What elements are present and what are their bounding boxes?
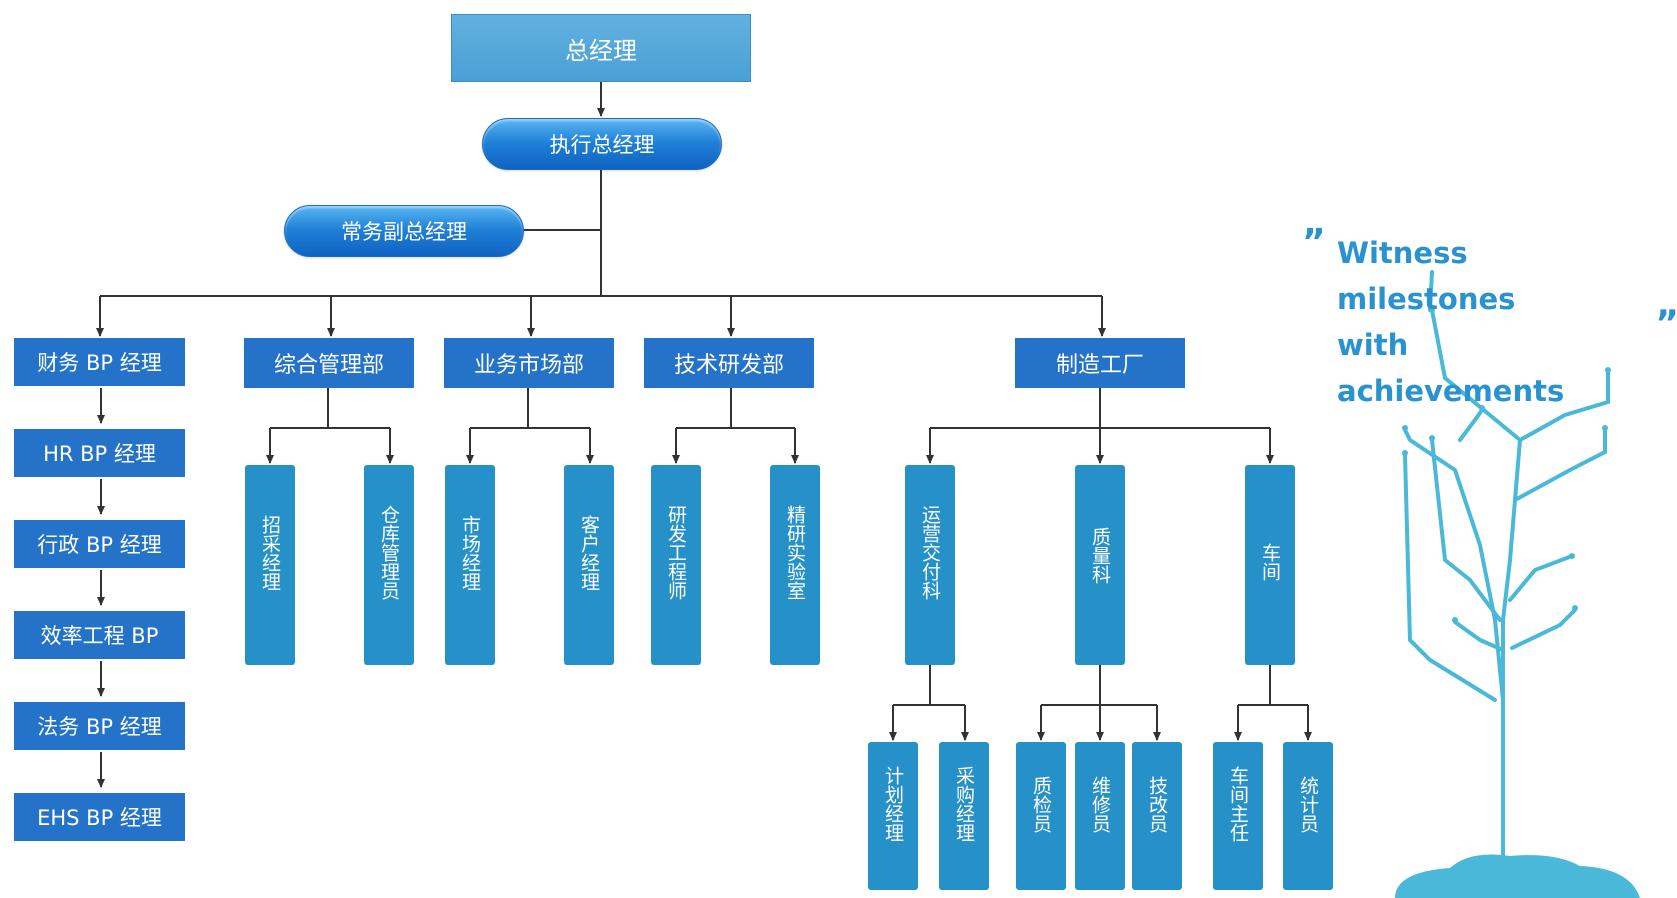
rd-engineer-box: 研发工程师 <box>651 465 701 665</box>
quality-inspector-label: 质检员 <box>1030 776 1052 833</box>
workshop-director-label: 车间主任 <box>1227 766 1249 842</box>
executive-gm-box: 执行总经理 <box>482 118 722 170</box>
marketing-manager-box: 市场经理 <box>445 465 495 665</box>
purchasing-manager-label: 采购经理 <box>953 766 975 842</box>
vice-gm-label: 常务副总经理 <box>341 220 467 244</box>
rd-engineer-label: 研发工程师 <box>665 505 687 600</box>
legal-bp-box: 法务 BP 经理 <box>14 702 185 750</box>
statistician-box: 统计员 <box>1283 742 1333 890</box>
dept-factory-box: 制造工厂 <box>1015 338 1185 388</box>
dept-general-box: 综合管理部 <box>244 338 414 388</box>
efficiency-bp-label: 效率工程 BP <box>40 624 159 648</box>
warehouse-admin-label: 仓库管理员 <box>378 505 400 600</box>
procurement-manager-label: 招采经理 <box>259 515 281 591</box>
workshop-label: 车间 <box>1259 543 1281 581</box>
hr-bp-box: HR BP 经理 <box>14 429 185 477</box>
hr-bp-label: HR BP 经理 <box>43 442 156 466</box>
procurement-manager-box: 招采经理 <box>245 465 295 665</box>
dept-business-box: 业务市场部 <box>444 338 614 388</box>
account-manager-box: 客户经理 <box>564 465 614 665</box>
efficiency-bp-box: 效率工程 BP <box>14 611 185 659</box>
admin-bp-box: 行政 BP 经理 <box>14 520 185 568</box>
dept-general-label: 综合管理部 <box>273 353 384 378</box>
quality-inspector-box: 质检员 <box>1016 742 1066 890</box>
precision-lab-box: 精研实验室 <box>770 465 820 665</box>
admin-bp-label: 行政 BP 经理 <box>37 533 162 557</box>
operations-delivery-label: 运营交付科 <box>919 505 941 600</box>
quality-section-box: 质量科 <box>1075 465 1125 665</box>
ehs-bp-label: EHS BP 经理 <box>37 806 162 830</box>
marketing-manager-label: 市场经理 <box>459 515 481 591</box>
open-quote: ” <box>1302 222 1326 263</box>
dept-tech-label: 技术研发部 <box>673 353 784 378</box>
close-quote: „ <box>1656 284 1677 325</box>
purchasing-manager-box: 采购经理 <box>939 742 989 890</box>
planning-manager-box: 计划经理 <box>868 742 918 890</box>
ehs-bp-box: EHS BP 经理 <box>14 793 185 841</box>
operations-delivery-box: 运营交付科 <box>905 465 955 665</box>
warehouse-admin-box: 仓库管理员 <box>364 465 414 665</box>
executive-gm-label: 执行总经理 <box>549 133 655 157</box>
finance-bp-box: 财务 BP 经理 <box>14 338 185 386</box>
slogan: Witness milestones with achievements <box>1337 230 1637 414</box>
dept-tech-box: 技术研发部 <box>644 338 814 388</box>
statistician-label: 统计员 <box>1297 776 1319 833</box>
precision-lab-label: 精研实验室 <box>784 505 806 600</box>
maintenance-staff-box: 维修员 <box>1075 742 1125 890</box>
workshop-director-box: 车间主任 <box>1213 742 1263 890</box>
finance-bp-label: 财务 BP 经理 <box>37 351 162 375</box>
quality-section-label: 质量科 <box>1089 527 1111 584</box>
vice-gm-box: 常务副总经理 <box>284 205 524 257</box>
account-manager-label: 客户经理 <box>578 515 600 591</box>
tech-improvement-box: 技改员 <box>1132 742 1182 890</box>
dept-factory-label: 制造工厂 <box>1055 353 1144 378</box>
slogan-line1: Witness milestones <box>1337 236 1516 316</box>
slogan-line2: with achievements <box>1337 328 1565 408</box>
ceo-box: 总经理 <box>451 14 751 82</box>
planning-manager-label: 计划经理 <box>882 766 904 842</box>
dept-business-label: 业务市场部 <box>473 353 584 378</box>
legal-bp-label: 法务 BP 经理 <box>37 715 162 739</box>
tech-improvement-label: 技改员 <box>1146 776 1168 833</box>
ceo-label: 总经理 <box>565 36 637 65</box>
workshop-box: 车间 <box>1245 465 1295 665</box>
maintenance-staff-label: 维修员 <box>1089 776 1111 833</box>
